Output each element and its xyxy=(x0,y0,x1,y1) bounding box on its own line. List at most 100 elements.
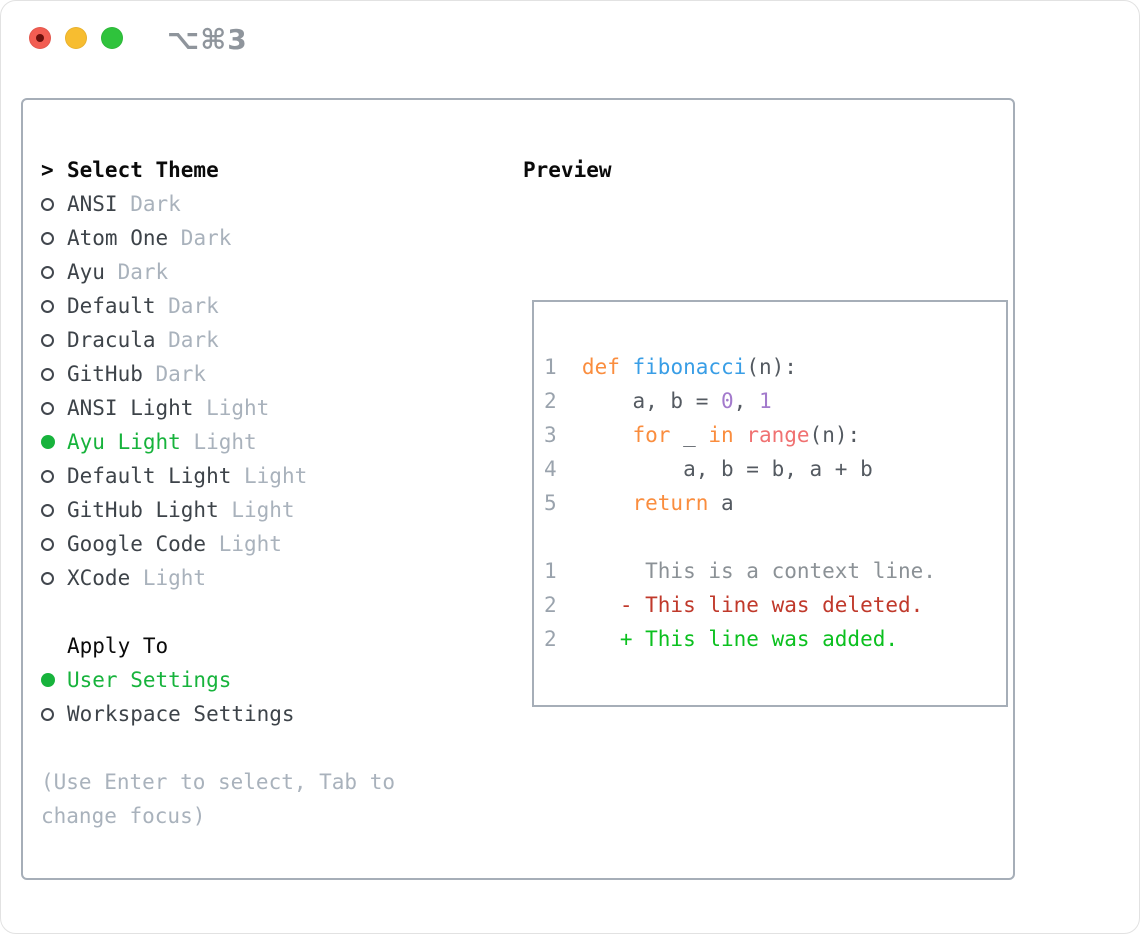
code-token-plain: , xyxy=(733,389,759,413)
line-number: 4 xyxy=(544,457,557,481)
code-token-plain xyxy=(734,423,747,447)
code-token-kw: return xyxy=(632,491,709,515)
code-line: 2 + This line was added. xyxy=(544,622,1006,656)
radio-circle xyxy=(41,673,55,687)
line-number: 3 xyxy=(544,423,557,447)
radio-icon xyxy=(41,197,67,211)
code-token-kw: def xyxy=(581,355,620,379)
radio-selected-icon xyxy=(41,673,67,687)
radio-circle xyxy=(41,571,54,585)
option-badge: Dark xyxy=(117,260,169,284)
code-token-num: 1 xyxy=(758,389,772,413)
option-label: GitHub xyxy=(67,362,143,386)
code-token-plain: a, b = b, a + b xyxy=(581,457,873,481)
apply-to-header: Apply To xyxy=(41,629,481,663)
code-token-del: - This line was deleted. xyxy=(581,593,924,617)
code-token-add: + This line was added. xyxy=(581,627,898,651)
code-token-ctx: This is a context line. xyxy=(581,559,936,583)
theme-list-header: > Select Theme xyxy=(41,153,481,187)
apply-to-option[interactable]: Workspace Settings xyxy=(41,697,481,731)
radio-circle xyxy=(41,469,54,483)
code-token-plain xyxy=(582,423,633,447)
code-token-plain: a xyxy=(708,491,734,515)
code-line: 5 return a xyxy=(544,486,1006,520)
code-token-plain: _ xyxy=(670,423,709,447)
radio-circle xyxy=(41,503,54,517)
option-label: GitHub Light xyxy=(67,498,219,522)
prompt-icon: > xyxy=(41,158,54,182)
radio-circle xyxy=(41,265,54,279)
line-number: 1 xyxy=(544,355,557,379)
option-badge: Light xyxy=(231,498,295,522)
code-token-kw: for xyxy=(632,423,671,447)
option-badge: Light xyxy=(244,464,308,488)
code-token-num: 0 xyxy=(721,389,734,413)
radio-icon xyxy=(41,333,67,347)
option-badge: Light xyxy=(218,532,282,556)
apply-to-title: Apply To xyxy=(67,634,169,658)
option-badge: Dark xyxy=(155,362,207,386)
radio-icon xyxy=(41,707,67,721)
code-token-plain: a, b = xyxy=(581,389,721,413)
close-dot-icon xyxy=(36,34,44,42)
radio-circle xyxy=(41,401,54,415)
help-text-line-2: change focus) xyxy=(41,804,206,828)
theme-option[interactable]: GitHub Dark xyxy=(41,357,481,391)
option-label: Default Light xyxy=(67,464,232,488)
radio-icon xyxy=(41,537,67,551)
code-line: 2 a, b = 0, 1 xyxy=(544,384,1006,418)
keyboard-shortcut-label: ⌥⌘3 xyxy=(167,23,248,56)
option-label: Ayu xyxy=(67,260,105,284)
theme-list-title: Select Theme xyxy=(67,158,219,182)
radio-circle xyxy=(41,333,54,347)
help-text-line-1: (Use Enter to select, Tab to xyxy=(41,770,396,794)
theme-option[interactable]: Ayu Dark xyxy=(41,255,481,289)
radio-icon xyxy=(41,367,67,381)
code-token-fn: fibonacci xyxy=(632,355,747,379)
zoom-button[interactable] xyxy=(101,27,123,49)
radio-icon xyxy=(41,265,67,279)
code-line: 4 a, b = b, a + b xyxy=(544,452,1006,486)
code-token-call: range xyxy=(746,423,810,447)
option-badge: Light xyxy=(142,566,207,590)
radio-circle xyxy=(41,435,55,449)
option-badge: Dark xyxy=(168,328,219,352)
radio-circle xyxy=(41,367,54,381)
spacer xyxy=(41,595,481,629)
close-button[interactable] xyxy=(29,27,51,49)
radio-circle xyxy=(41,197,54,211)
code-line xyxy=(544,520,1006,554)
radio-selected-icon xyxy=(41,435,67,449)
option-label: User Settings xyxy=(67,668,232,692)
theme-option[interactable]: Default Light Light xyxy=(41,459,481,493)
minimize-button[interactable] xyxy=(65,27,87,49)
radio-circle xyxy=(41,231,54,245)
spacer xyxy=(41,731,481,765)
theme-option[interactable]: GitHub Light Light xyxy=(41,493,481,527)
line-number: 2 xyxy=(544,389,557,413)
code-token-plain: (n): xyxy=(809,423,861,447)
line-number: 2 xyxy=(544,627,557,651)
apply-to-option[interactable]: User Settings xyxy=(41,663,481,697)
radio-icon xyxy=(41,401,67,415)
option-label: Workspace Settings xyxy=(67,702,295,726)
radio-circle xyxy=(41,707,54,721)
option-badge: Light xyxy=(206,396,270,420)
line-number: 2 xyxy=(544,593,557,617)
